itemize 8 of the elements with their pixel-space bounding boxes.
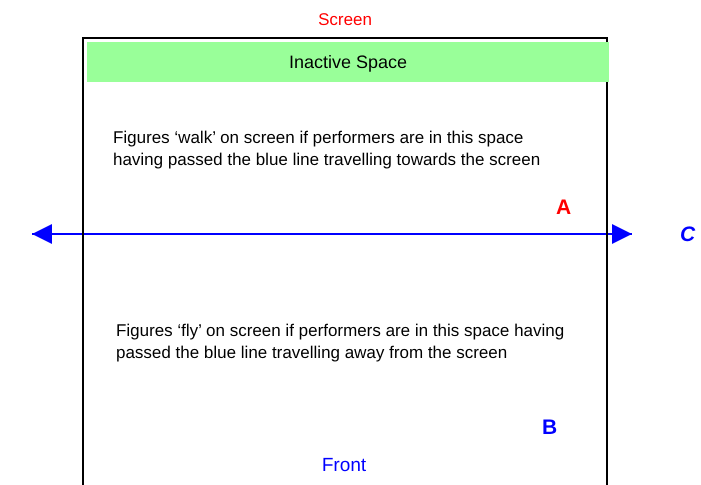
line-letter: C (680, 222, 696, 248)
screen-label: Screen (318, 10, 372, 29)
inactive-space-band: Inactive Space (87, 42, 609, 82)
zone-description: Figures ‘walk’ on screen if performers are in this space having passed the blue line travelling towards the screen (113, 127, 542, 172)
zone-letter: A (556, 195, 572, 221)
front-label: Front (320, 455, 368, 477)
zone-letter: B (542, 415, 558, 441)
zone-description: Figures ‘fly’ on screen if performers are in this space having passed the blue line travelling away from the screen (116, 320, 566, 364)
